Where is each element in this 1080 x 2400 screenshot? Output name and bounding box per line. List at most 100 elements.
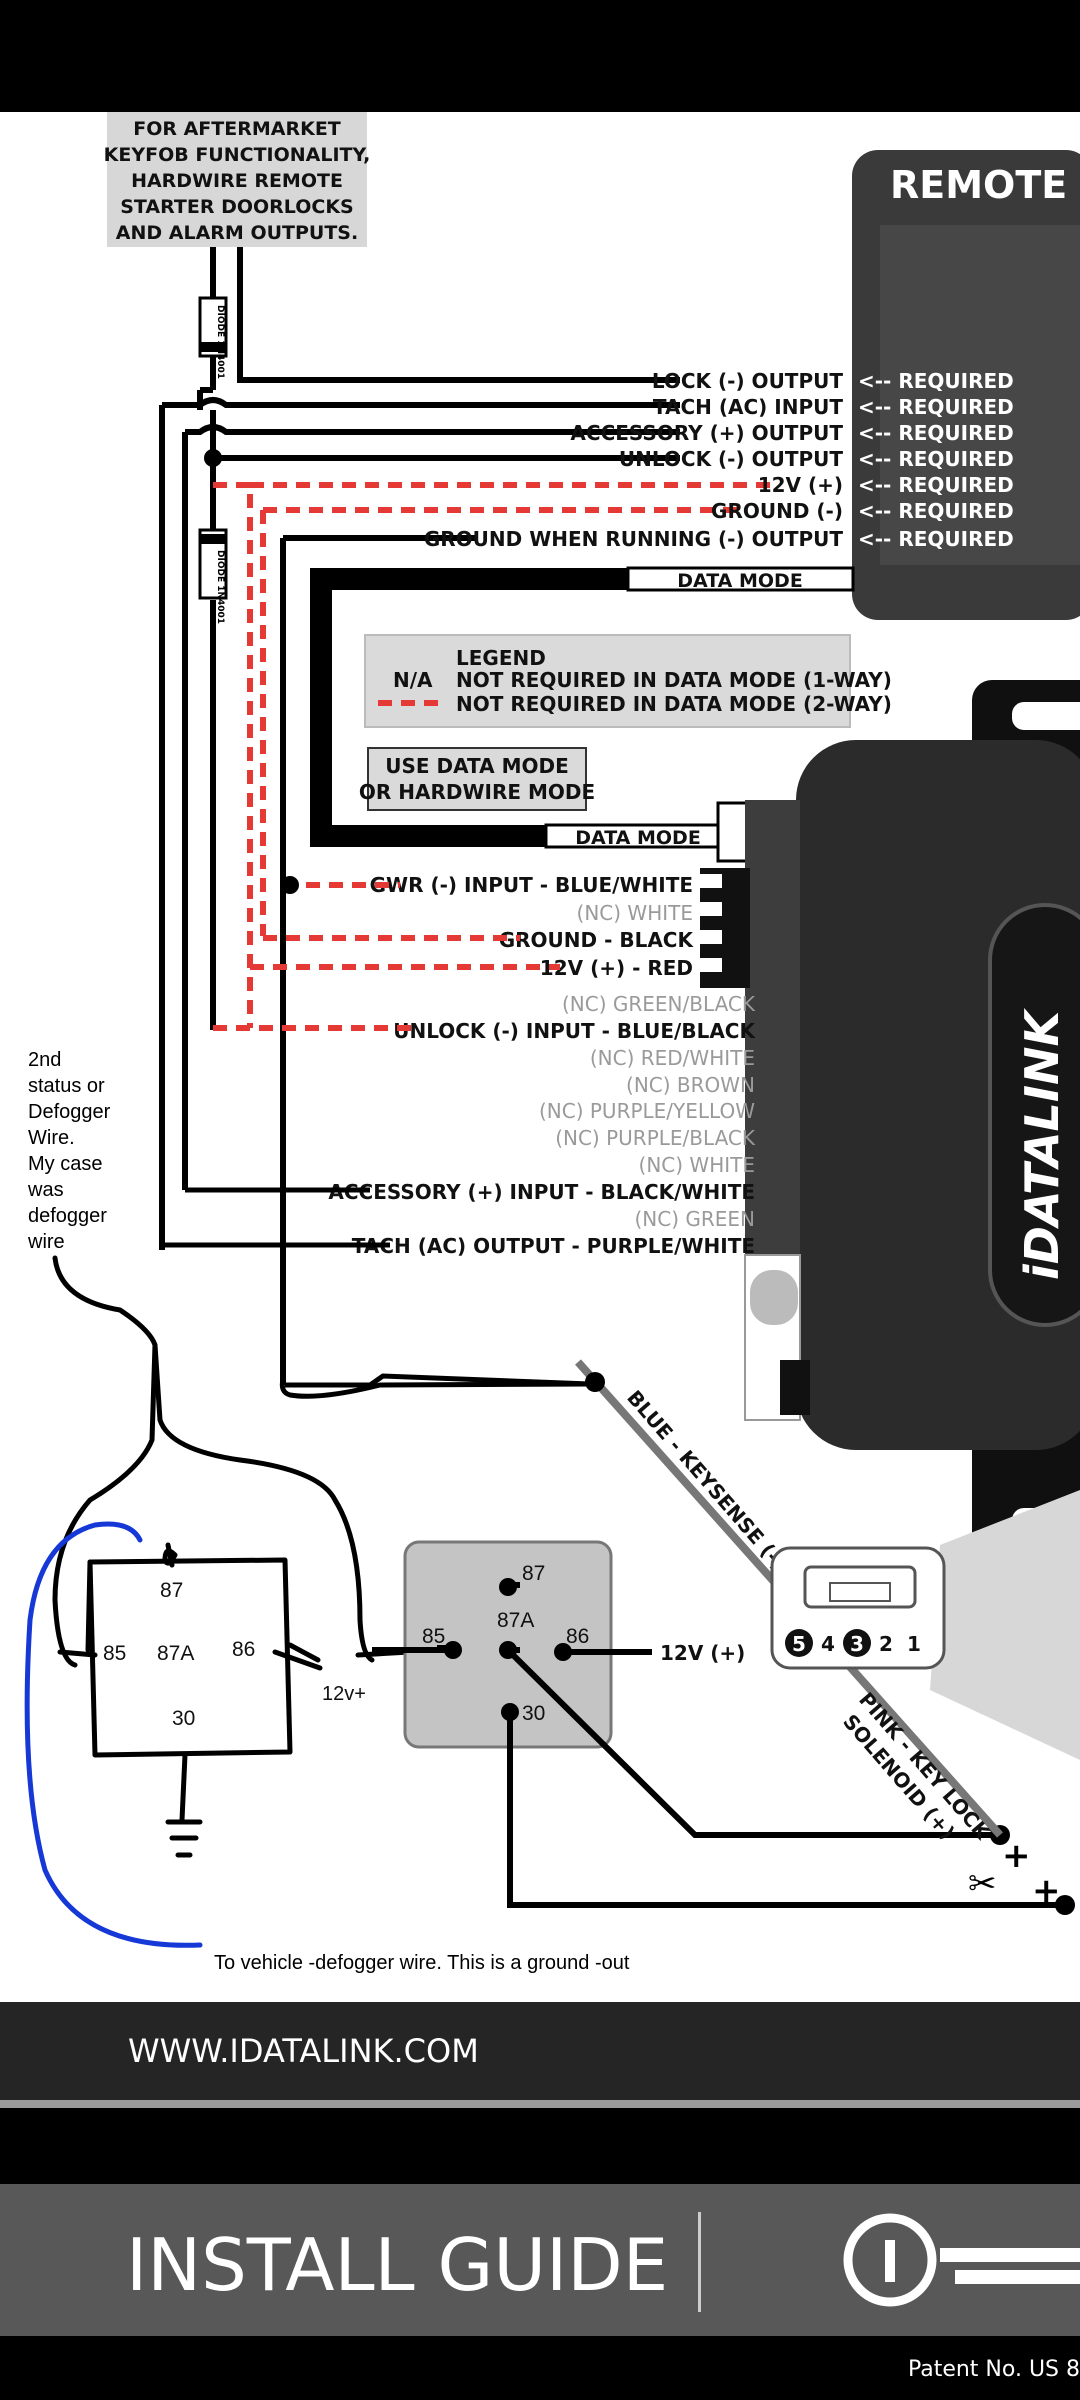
mode-box: USE DATA MODE OR HARDWIRE MODE [359,747,595,811]
hand-note-1: 2nd [28,1049,61,1071]
hand-drawn-relay: 87 85 87A 86 30 12v+ [57,1542,366,1858]
connector-pin-2: 2 [879,1632,893,1656]
connector-pin-4: 4 [821,1632,835,1656]
hand-relay-87: 87 [160,1579,183,1602]
module-wire-5: (NC) GREEN/BLACK [562,992,756,1016]
footer-divider [0,2100,1080,2108]
hand-note-2: status or [28,1075,105,1097]
handwritten-note: 2nd status or Defogger Wire. My case was… [27,1049,111,1253]
top-note-line-4: STARTER DOORLOCKS [120,196,353,218]
hand-relay-85: 85 [103,1642,126,1665]
install-guide-separator [698,2212,701,2312]
legend-line-1: NOT REQUIRED IN DATA MODE (1-WAY) [456,668,892,692]
legend-box: LEGEND N/A NOT REQUIRED IN DATA MODE (1-… [364,634,892,728]
install-guide-bar [0,2184,1080,2336]
printed-relay-30: 30 [522,1702,545,1725]
remote-starter-module: REMOTE S [852,150,1080,620]
module-wire-11: (NC) WHITE [639,1153,755,1177]
module-wire-2: (NC) WHITE [577,901,693,925]
connector-pin-3: 3 [850,1632,864,1656]
idatalink-logo-footer [843,2213,1080,2307]
hand-note-7: defogger [28,1205,107,1227]
legend-title: LEGEND [456,646,546,670]
printed-relay: 87 85 87A 86 30 [403,1540,613,1749]
hand-note-8: wire [27,1231,65,1253]
connector-pin-1: 1 [907,1632,921,1656]
relay-wiring: 12V (+) + + ✂ [372,1641,1075,1915]
patent-text: Patent No. US 8 [908,2357,1080,2382]
module-wire-14: TACH (AC) OUTPUT - PURPLE/WHITE [352,1234,755,1258]
required-label-3: <-- REQUIRED [858,421,1014,445]
output-labels: LOCK (-) OUTPUT TACH (AC) INPUT ACCESSOR… [424,369,1014,551]
hand-relay-86: 86 [232,1638,255,1661]
remote-starter-title: REMOTE S [890,163,1080,207]
idatalink-logo-vertical: iDATALINK [1015,1008,1069,1280]
bottom-note: To vehicle -defogger wire. This is a gro… [214,1952,630,1974]
required-label-6: <-- REQUIRED [858,499,1014,523]
module-wire-4: 12V (+) - RED [540,956,693,980]
defogger-wire [24,1521,203,1948]
printed-relay-87: 87 [522,1562,545,1585]
top-note-line-1: FOR AFTERMARKET [133,118,341,140]
relay-supply-label: 12V (+) [660,1641,745,1665]
module-wire-3: GROUND - BLACK [499,928,695,952]
diode-bottom: DIODE 1N4001 [198,528,228,624]
data-mode-label-top: DATA MODE [677,570,803,592]
top-note-line-5: AND ALARM OUTPUTS. [116,222,358,244]
module-wire-12: ACCESSORY (+) INPUT - BLACK/WHITE [328,1180,755,1204]
output-label-ground: GROUND (-) [711,499,843,523]
data-mode-bus: DATA MODE DATA MODE [310,566,855,863]
hand-relay-30: 30 [172,1707,195,1730]
printed-relay-85: 85 [422,1625,445,1648]
module-wire-6: UNLOCK (-) INPUT - BLUE/BLACK [393,1019,756,1043]
diode-bottom-label: DIODE 1N4001 [215,550,225,624]
top-note-line-3: HARDWIRE REMOTE [131,170,343,192]
module-wire-10: (NC) PURPLE/BLACK [555,1126,756,1150]
top-note-box: FOR AFTERMARKET KEYFOB FUNCTIONALITY, HA… [104,112,371,247]
output-label-12v: 12V (+) [758,473,843,497]
legend-line-2: NOT REQUIRED IN DATA MODE (2-WAY) [456,692,892,716]
hand-note-3: Defogger [28,1101,111,1123]
output-label-gwr: GROUND WHEN RUNNING (-) OUTPUT [424,527,844,551]
module-wire-labels: GWR (-) INPUT - BLUE/WHITE (NC) WHITE GR… [162,868,756,1258]
required-label-2: <-- REQUIRED [858,395,1014,419]
data-mode-label-bottom: DATA MODE [575,827,701,849]
hand-note-5: My case [28,1153,102,1175]
printed-relay-86: 86 [566,1625,589,1648]
legend-na: N/A [393,668,433,692]
top-note-line-2: KEYFOB FUNCTIONALITY, [104,144,371,166]
module-wire-9: (NC) PURPLE/YELLOW [539,1099,755,1123]
printed-relay-87a: 87A [497,1609,534,1632]
plus-sign-1: + [1002,1836,1031,1876]
footer-gap [0,2108,1080,2184]
website-link[interactable]: WWW.IDATALINK.COM [128,2032,479,2070]
patent-bar [0,2336,1080,2400]
module-wire-7: (NC) RED/WHITE [590,1046,755,1070]
output-label-lock: LOCK (-) OUTPUT [652,369,844,393]
output-label-tach: TACH (AC) INPUT [653,395,843,419]
required-label-4: <-- REQUIRED [858,447,1014,471]
hand-relay-87a: 87A [157,1642,194,1665]
hand-relay-supply: 12v+ [322,1683,366,1705]
output-label-unlock: UNLOCK (-) OUTPUT [619,447,843,471]
install-guide-title: INSTALL GUIDE [126,2223,668,2307]
output-label-accessory: ACCESSORY (+) OUTPUT [570,421,843,445]
module-wire-13: (NC) GREEN [634,1207,755,1231]
required-label-5: <-- REQUIRED [858,473,1014,497]
diode-top-label: DIODE 1N4001 [215,305,225,379]
module-wire-1: GWR (-) INPUT - BLUE/WHITE [370,873,693,897]
hand-note-6: was [27,1179,64,1201]
mode-box-line-1: USE DATA MODE [385,754,569,778]
mode-box-line-2: OR HARDWIRE MODE [359,780,595,804]
idatalink-module: iDATALINK [744,680,1080,1560]
key-connector: 5 4 3 2 1 [770,1546,946,1670]
required-label-1: <-- REQUIRED [858,369,1014,393]
diode-top: DIODE 1N4001 [198,296,228,379]
hand-note-4: Wire. [28,1127,75,1149]
website-bar [0,2002,1080,2100]
plus-sign-2: + [1032,1871,1061,1911]
connector-pin-5: 5 [792,1632,806,1656]
scissors-icon: ✂ [968,1864,997,1904]
required-label-7: <-- REQUIRED [858,527,1014,551]
